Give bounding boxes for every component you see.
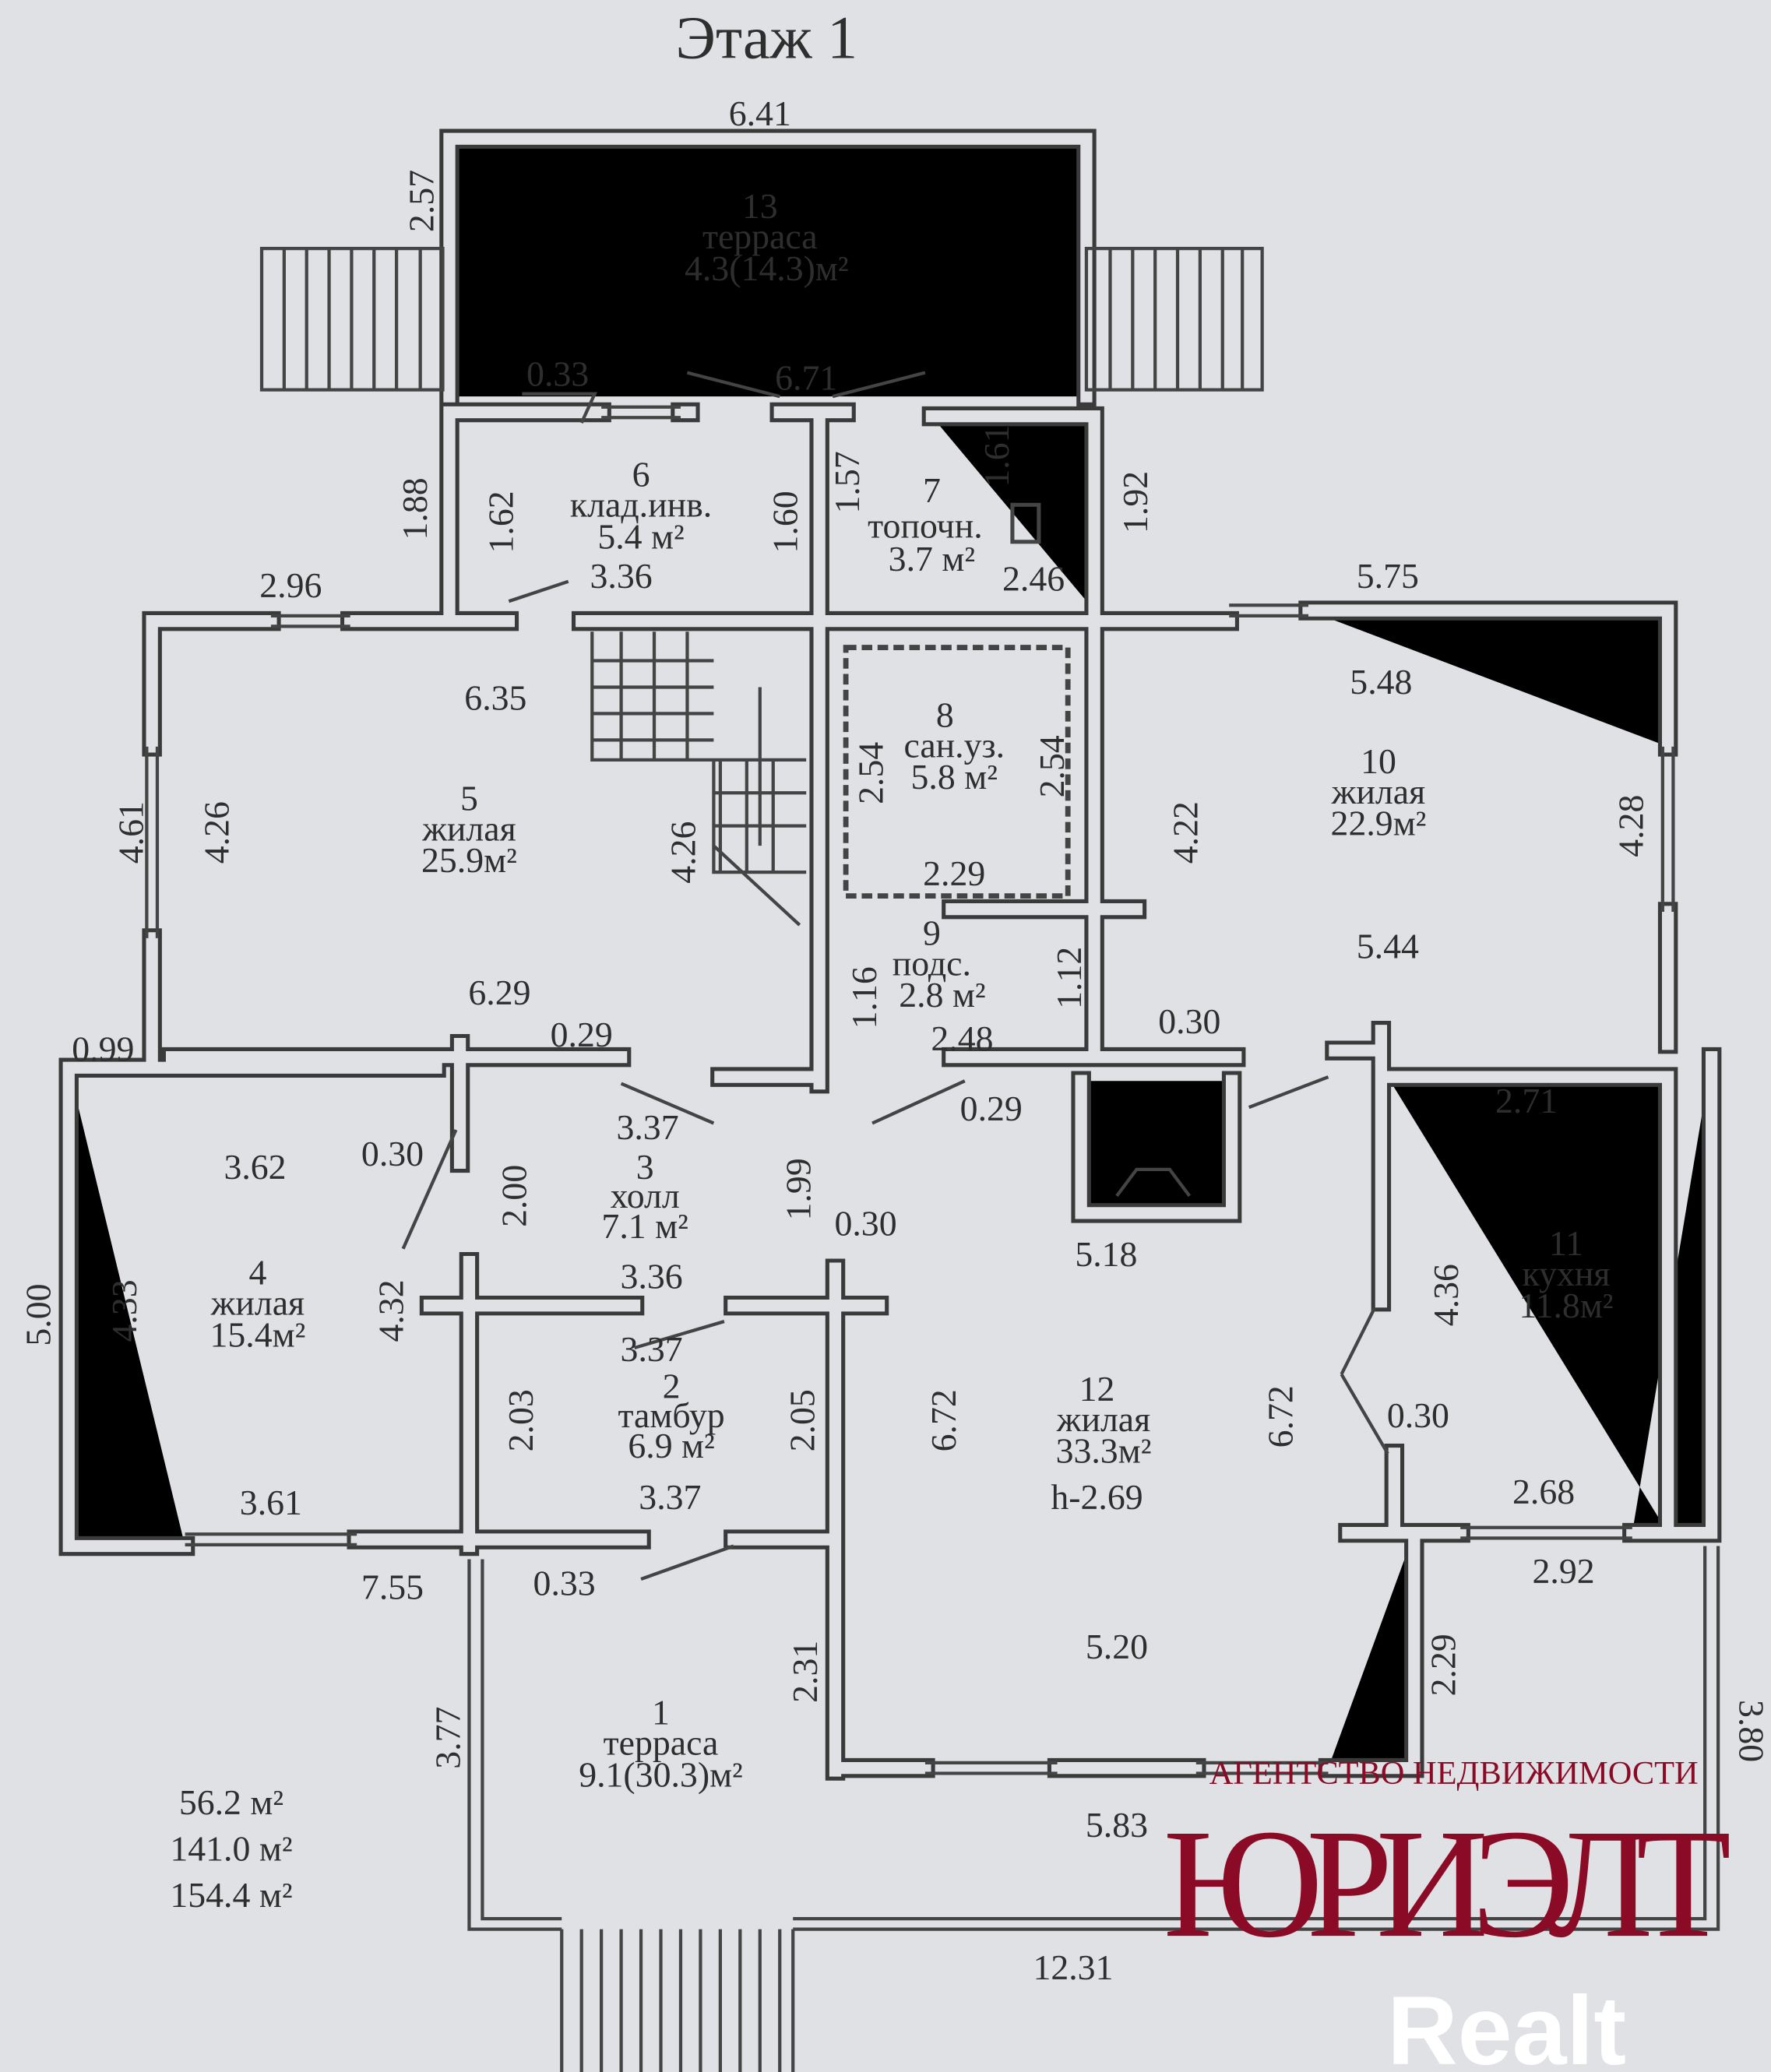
total-living-area: 56.2 м² <box>179 1782 283 1822</box>
dimension-label: 6.41 <box>729 93 791 133</box>
dimension-label: 0.30 <box>1387 1395 1449 1435</box>
dimension-label: 2.29 <box>1423 1634 1463 1696</box>
total-general-area: 141.0 м² <box>170 1828 292 1868</box>
dimension-label: 0.30 <box>834 1204 896 1244</box>
dimension-label: 3.37 <box>616 1107 678 1147</box>
dimension-label: 5.75 <box>1357 556 1419 596</box>
dimension-label: 2.03 <box>501 1389 540 1451</box>
dimension-label: 0.33 <box>533 1563 596 1602</box>
dimension-label: 2.57 <box>402 170 442 232</box>
dimension-label: 4.26 <box>197 801 237 864</box>
dimension-label: 1.61 <box>977 424 1016 487</box>
dimension-label: 2.29 <box>923 853 985 893</box>
dimension-label: 0.99 <box>72 1029 134 1069</box>
dimension-label: 1.57 <box>827 451 867 513</box>
dimension-label: 0.29 <box>551 1015 613 1054</box>
dimension-label: 2.54 <box>851 742 891 804</box>
dimension-label: 2.48 <box>931 1018 993 1058</box>
dimension-label: 3.80 <box>1731 1700 1771 1762</box>
dimension-label: 6.71 <box>775 358 837 398</box>
dimension-label: 3.37 <box>639 1477 701 1517</box>
dimension-label: 0.29 <box>960 1089 1023 1128</box>
dimension-label: 2.31 <box>785 1641 825 1703</box>
dimension-label: 1.88 <box>395 477 435 540</box>
dimension-label: 4.33 <box>104 1279 144 1342</box>
dimension-label: 2.68 <box>1512 1472 1575 1511</box>
dimension-label: 2.00 <box>494 1165 533 1227</box>
dimension-label: 5.83 <box>1086 1805 1148 1845</box>
area-totals: 56.2 м² 141.0 м² 154.4 м² <box>170 1782 292 1915</box>
total-overall-area: 154.4 м² <box>170 1875 292 1915</box>
dimension-label: 5.44 <box>1357 926 1419 966</box>
dimension-label: 3.37 <box>621 1329 683 1369</box>
dimension-label: 1.99 <box>778 1158 818 1220</box>
dimension-label: 6.35 <box>464 677 526 717</box>
dimensions: 6.41 2.57 0.33 6.71 1.88 1.62 1.60 1.57 … <box>18 93 1771 1987</box>
dimension-label: 4.28 <box>1611 795 1650 857</box>
dimension-label: 5.48 <box>1350 662 1412 702</box>
dimension-label: 12.31 <box>1033 1947 1113 1987</box>
floor-title: Этаж 1 <box>675 4 857 72</box>
dimension-label: 4.26 <box>664 821 703 884</box>
dimension-label: 2.92 <box>1532 1551 1594 1591</box>
dimension-label: 5.18 <box>1075 1234 1137 1274</box>
dimension-label: 2.71 <box>1495 1081 1558 1120</box>
dimension-label: 5.20 <box>1086 1627 1148 1666</box>
dimension-label: 0.33 <box>526 354 589 394</box>
dimension-label: 2.54 <box>1032 735 1072 797</box>
dimension-label: 2.96 <box>259 565 322 605</box>
dimension-label: 1.62 <box>481 491 520 553</box>
dimension-label: 4.32 <box>371 1279 411 1342</box>
dimension-label: 1.12 <box>1049 947 1089 1009</box>
logo-name-text: ЮРИЭЛТ <box>1163 1798 1731 1970</box>
dimension-label: 3.36 <box>590 556 653 596</box>
dimension-label: 3.61 <box>240 1483 302 1522</box>
dimension-label: 6.72 <box>924 1389 963 1451</box>
dimension-label: 1.16 <box>844 966 884 1029</box>
dimension-label: 0.30 <box>1158 1001 1220 1041</box>
dimension-label: 5.00 <box>18 1283 58 1346</box>
dimension-label: 4.22 <box>1165 801 1205 864</box>
dimension-label: 2.46 <box>1002 559 1065 599</box>
dimension-label: 4.36 <box>1426 1264 1466 1326</box>
dimension-label: 6.29 <box>468 973 530 1012</box>
dimension-label: 1.60 <box>765 491 805 553</box>
dimension-label: 6.72 <box>1261 1385 1301 1448</box>
dimension-label: 2.05 <box>782 1389 822 1451</box>
dimension-label: 3.77 <box>428 1707 468 1769</box>
dimension-label: 4.61 <box>111 801 150 864</box>
dimension-label: 1.92 <box>1115 471 1155 533</box>
dimension-label: 3.36 <box>621 1257 683 1296</box>
logo-agency-text: АГЕНТСТВО НЕДВИЖИМОСТИ <box>1209 1755 1699 1792</box>
windows-and-lines <box>145 246 1720 2072</box>
agency-logo: АГЕНТСТВО НЕДВИЖИМОСТИ ЮРИЭЛТ Realt <box>1163 1755 1731 2072</box>
dimension-label: 0.30 <box>361 1134 424 1173</box>
realt-watermark: Realt <box>1387 1975 1626 2072</box>
dimension-label: 3.62 <box>224 1147 286 1187</box>
dimension-label: 7.55 <box>361 1567 424 1606</box>
